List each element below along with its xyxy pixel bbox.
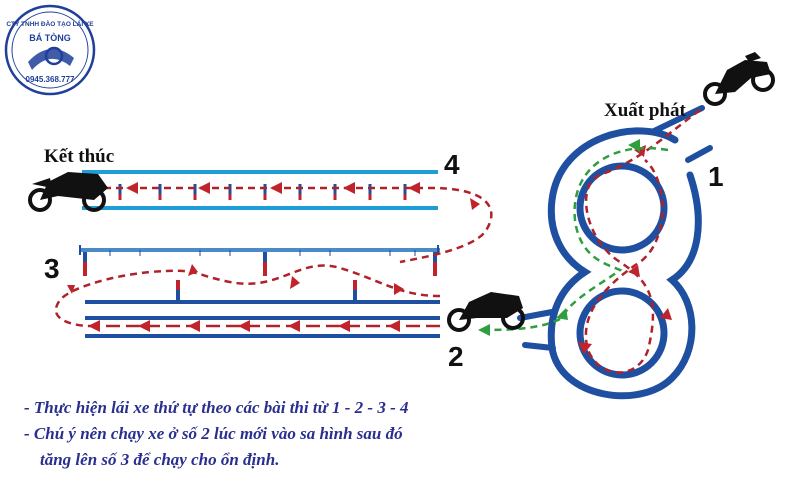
note-line-3: tăng lên số 3 để chạy cho ổn định. xyxy=(40,450,280,469)
motorcycle-icon-lane xyxy=(447,292,525,332)
motorcycle-icon-finish xyxy=(28,172,108,212)
start-label: Xuất phát xyxy=(604,100,686,121)
slalom-track xyxy=(54,245,441,328)
note-line-2: - Chú ý nên chạy xe ở số 2 lúc mới vào s… xyxy=(24,424,403,443)
exercise-4-number: 4 xyxy=(444,149,460,180)
note-line-1: - Thực hiện lái xe thứ tự theo các bài t… xyxy=(24,398,409,417)
top-circle-island xyxy=(576,162,668,254)
straight-lane-track xyxy=(85,300,440,338)
logo-phone-text: 0945.368.777 xyxy=(26,75,75,84)
logo-brand-text: BÁ TÒNG xyxy=(29,32,71,43)
bumpy-lane-track xyxy=(82,170,493,264)
motorcycle-icon-start xyxy=(703,52,775,106)
exercise-3-number: 3 xyxy=(44,253,60,284)
company-logo: CTY TNHH ĐÀO TẠO LÁI XE BÁ TÒNG 0945.368… xyxy=(4,4,96,96)
exercise-2-number: 2 xyxy=(448,341,464,372)
logo-company-text: CTY TNHH ĐÀO TẠO LÁI XE xyxy=(6,19,94,28)
finish-label: Kết thúc xyxy=(44,146,114,167)
bottom-circle-island xyxy=(576,287,668,379)
exercise-1-number: 1 xyxy=(708,161,724,192)
figure-eight-track xyxy=(477,105,713,400)
